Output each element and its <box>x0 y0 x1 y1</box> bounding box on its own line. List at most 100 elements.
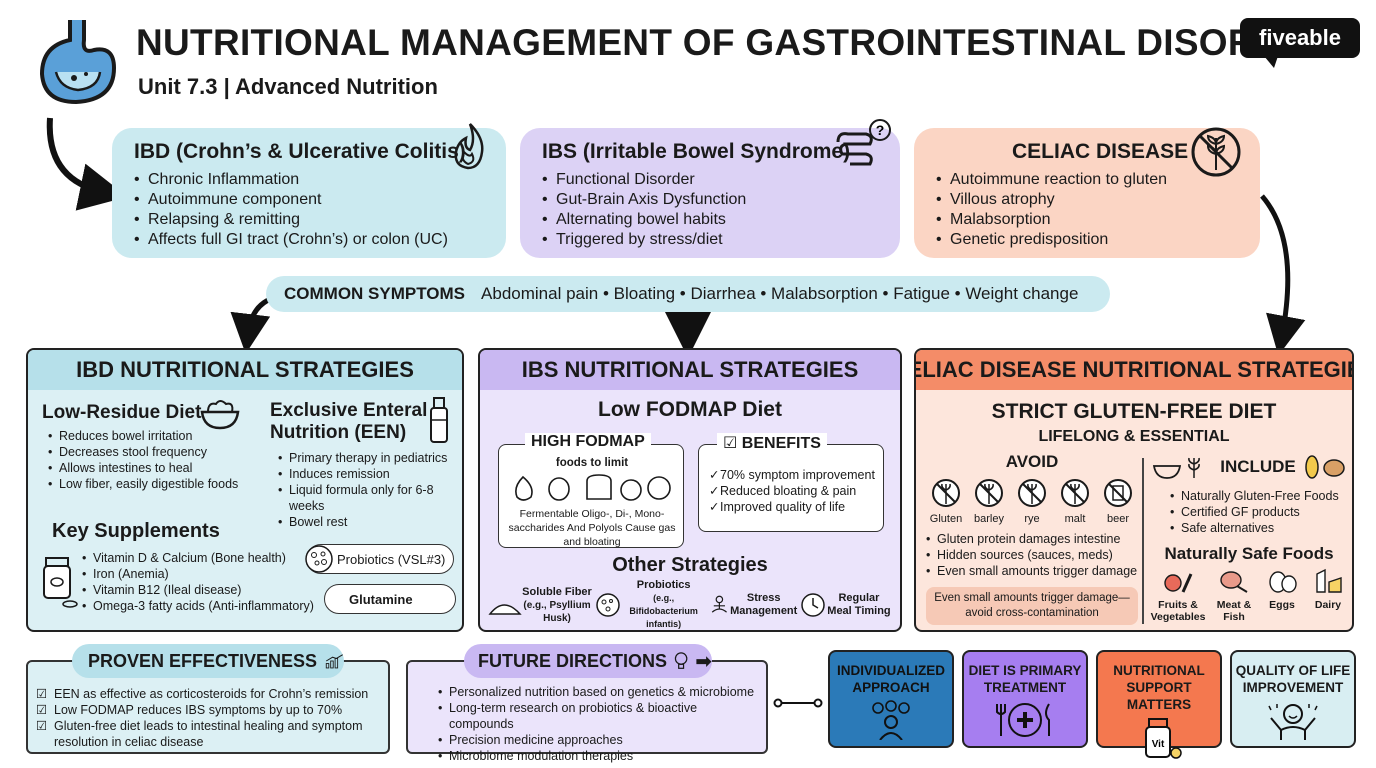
lightbulb-icon <box>674 652 688 669</box>
gluten-free-diet-title: STRICT GLUTEN-FREE DIET <box>991 400 1277 423</box>
grain-bowl-icon <box>1153 457 1201 479</box>
safe-food-item: Fruits & Vegetables <box>1150 568 1206 623</box>
page-title: NUTRITIONAL MANAGEMENT OF GASTROINTESTIN… <box>136 22 1359 63</box>
list-item: Microbiome modulation therapies <box>438 748 764 764</box>
ibd-strategies-title: IBD NUTRITIONAL STRATEGIES <box>28 350 462 390</box>
safe-food-item: Dairy <box>1308 568 1348 623</box>
growth-chart-icon <box>325 654 343 669</box>
tile-line2: APPROACH <box>852 680 930 695</box>
benefits-box: ☑ BENEFITS 70% symptom improvement Reduc… <box>698 433 884 532</box>
key-supplements-title: Key Supplements <box>52 520 220 543</box>
fodmap-foods-icon <box>515 474 671 501</box>
include-title: INCLUDE <box>1220 457 1296 476</box>
list-item: EEN as effective as corticosteroids for … <box>36 686 386 702</box>
list-item: Allows intestines to heal <box>48 460 272 476</box>
grain-item: rye <box>1012 478 1052 525</box>
common-symptoms-bar: COMMON SYMPTOMS Abdominal pain • Bloatin… <box>266 276 1110 312</box>
grain-item: malt <box>1055 478 1095 525</box>
strategy-label: Stress Management <box>730 592 798 617</box>
list-item: Omega-3 fatty acids (Anti-inflammatory) <box>82 598 332 614</box>
ibs-card: IBS (Irritable Bowel Syndrome) Functiona… <box>520 119 900 258</box>
gluten-free-diet-subtitle: LIFELONG & ESSENTIAL <box>1038 428 1230 445</box>
avoid-grains-row: Gluten barley rye malt beer <box>926 478 1138 525</box>
list-item: Reduced bloating & pain <box>709 483 881 499</box>
list-item: Reduces bowel irritation <box>48 428 272 444</box>
celiac-strategies-title: CELIAC DISEASE NUTRITIONAL STRATEGIES <box>916 350 1352 390</box>
strategy-sub: (e.g., Bifidobacterium infantis) <box>629 593 698 629</box>
list-item: Genetic predisposition <box>936 230 1242 250</box>
arrow-to-celiac-panel <box>1260 194 1306 356</box>
list-item: Improved quality of life <box>709 499 881 515</box>
avoid-section: AVOID Gluten barley rye malt beer Gluten… <box>926 452 1138 625</box>
een-title-line1: Exclusive Enteral <box>270 400 428 421</box>
grain-label: Gluten <box>929 513 963 525</box>
ibs-strategies-panel: IBS NUTRITIONAL STRATEGIES Low FODMAP Di… <box>478 348 902 632</box>
no-malt-icon <box>1061 479 1089 507</box>
glutamine-label: Glutamine <box>349 591 413 607</box>
happy-person-icon <box>1268 704 1318 740</box>
tile-line1: DIET IS PRIMARY <box>968 663 1082 678</box>
supplement-jar-icon <box>43 557 78 608</box>
intestine-question-icon: ? <box>836 119 891 166</box>
list-item: Hidden sources (sauces, meds) <box>926 547 1138 563</box>
strategy-item: Probiotics (e.g., Bifidobacterium infanti… <box>595 579 707 629</box>
ibd-card: IBD (Crohn’s & Ulcerative Colitis) Chron… <box>112 123 506 258</box>
ibs-strategies-title: IBS NUTRITIONAL STRATEGIES <box>480 350 900 390</box>
list-item: Triggered by stress/diet <box>542 230 882 250</box>
celiac-card-title: CELIAC DISEASE <box>1012 140 1189 163</box>
cross-contamination-note: Even small amounts trigger damage—avoid … <box>926 587 1138 625</box>
ibd-card-title: IBD (Crohn’s & Ulcerative Colitis) <box>134 140 466 163</box>
tile-line1: NUTRITIONAL <box>1113 663 1205 678</box>
list-item: 70% symptom improvement <box>709 467 881 483</box>
flame-icon <box>454 123 484 170</box>
tile-nutritional-support-matters: NUTRITIONAL SUPPORT MATTERS Vit <box>1096 650 1222 759</box>
strategy-label: Probiotics <box>636 579 691 591</box>
list-item: Primary therapy in pediatrics <box>278 450 460 466</box>
list-item: Safe alternatives <box>1170 520 1348 536</box>
safe-food-label: Meat & Fish <box>1216 599 1252 623</box>
section-divider <box>1142 458 1144 624</box>
list-item: Vitamin B12 (Ileal disease) <box>82 582 332 598</box>
list-item: Chronic Inflammation <box>134 170 488 190</box>
symptoms-label: COMMON SYMPTOMS <box>284 284 466 303</box>
check-circle-icon: ☑ <box>723 435 742 452</box>
grain-label: rye <box>1024 513 1040 525</box>
safe-food-item: Eggs <box>1262 568 1302 623</box>
list-item: Induces remission <box>278 466 460 482</box>
celiac-strategies-panel: CELIAC DISEASE NUTRITIONAL STRATEGIES ST… <box>914 348 1354 632</box>
tile-line2: TREATMENT <box>983 680 1067 695</box>
safe-food-label: Fruits & Vegetables <box>1150 599 1206 623</box>
list-item: Liquid formula only for 6-8 weeks <box>278 482 460 514</box>
high-fodmap-title: HIGH FODMAP <box>525 433 651 451</box>
een-section: Exclusive Enteral Nutrition (EEN) Primar… <box>270 400 460 530</box>
list-item: Autoimmune reaction to gluten <box>936 170 1242 190</box>
future-directions-title: FUTURE DIRECTIONS ➡ <box>464 644 712 678</box>
avoid-title: AVOID <box>1005 452 1059 471</box>
strategy-item: Stress Management <box>709 582 797 628</box>
probiotics-label: Probiotics (VSL#3) <box>337 551 446 567</box>
tile-line1: QUALITY OF LIFE <box>1235 663 1351 678</box>
list-item: Iron (Anemia) <box>82 566 332 582</box>
vitamin-label: Vit <box>1152 739 1165 750</box>
meat-fish-icon <box>1220 571 1248 593</box>
list-item: Alternating bowel habits <box>542 210 882 230</box>
no-gluten-icon <box>932 479 960 507</box>
high-fodmap-subtitle: foods to limit <box>555 457 629 469</box>
tile-line2: IMPROVEMENT <box>1242 680 1344 695</box>
grain-label: barley <box>974 513 1004 525</box>
arrow-right-icon: ➡ <box>695 650 712 673</box>
strategy-sub: (e.g., Psyllium Husk) <box>523 599 591 624</box>
list-item: Affects full GI tract (Crohn’s) or colon… <box>134 230 488 250</box>
proven-title-label: PROVEN EFFECTIVENESS <box>88 650 318 671</box>
list-item: Autoimmune component <box>134 190 488 210</box>
plate-cross-icon <box>996 703 1050 737</box>
eggs-icon <box>1269 571 1297 593</box>
grain-item: barley <box>969 478 1009 525</box>
list-item: Vitamin D & Calcium (Bone health) <box>82 550 332 566</box>
corn-potato-icon <box>1305 455 1345 479</box>
tile-quality-of-life-improvement: QUALITY OF LIFE IMPROVEMENT <box>1230 650 1356 748</box>
grain-label: beer <box>1106 513 1130 525</box>
een-title: Exclusive Enteral Nutrition (EEN) <box>270 400 460 444</box>
future-title-label: FUTURE DIRECTIONS <box>478 650 667 671</box>
brand-logo: fiveable <box>1240 18 1360 68</box>
